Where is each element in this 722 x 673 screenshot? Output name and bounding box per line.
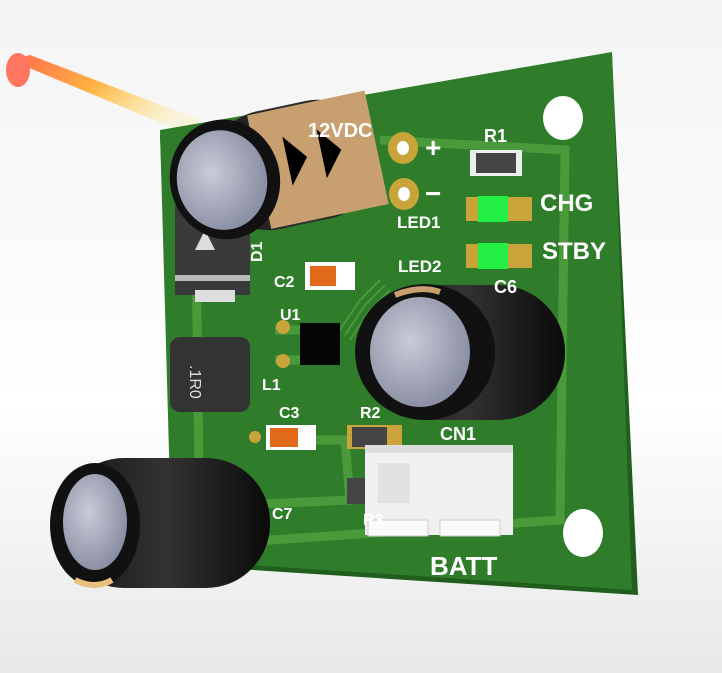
label-cn1: CN1 <box>440 424 476 444</box>
label-l1: L1 <box>262 377 281 394</box>
label-minus: − <box>425 178 441 209</box>
r3-resistor <box>347 478 367 504</box>
cn1-connector <box>365 445 513 537</box>
origin-marker-tip <box>6 53 30 87</box>
mounting-hole <box>543 96 583 140</box>
r1-body <box>476 153 516 173</box>
label-led1: LED1 <box>397 213 440 232</box>
c7-electrolytic-capacitor <box>50 458 270 588</box>
pad-hole <box>397 141 409 155</box>
led1-lens <box>478 196 508 222</box>
label-batt: BATT <box>430 551 498 581</box>
label-stby: STBY <box>542 238 606 265</box>
c3-body <box>270 428 298 447</box>
label-c7: C7 <box>272 506 293 523</box>
mounting-hole <box>563 509 603 557</box>
via <box>249 431 261 443</box>
origin-marker <box>10 55 200 135</box>
label-d1: D1 <box>249 241 266 262</box>
label-r2: R2 <box>360 405 381 422</box>
c1-electrolytic-capacitor <box>169 90 389 240</box>
c2-body <box>310 266 336 286</box>
d1-logo <box>195 230 215 250</box>
label-12vdc: 12VDC <box>308 120 372 142</box>
d1-band <box>175 275 250 281</box>
label-c6: C6 <box>494 277 517 297</box>
label-r1: R1 <box>484 126 507 146</box>
via <box>276 354 290 368</box>
led2-lens <box>478 243 508 269</box>
label-plus: + <box>425 132 441 163</box>
label-c3: C3 <box>279 405 300 422</box>
via <box>276 320 290 334</box>
label-r3: R3 <box>363 512 384 529</box>
pad-hole <box>398 187 410 201</box>
label-led2: LED2 <box>398 257 441 276</box>
d1-lead <box>195 290 235 302</box>
l1-inductor <box>170 337 250 412</box>
l1-marking: .1R0 <box>186 365 203 399</box>
r2-body <box>352 427 387 447</box>
label-u1: U1 <box>280 307 301 324</box>
c6-electrolytic-capacitor <box>355 284 565 420</box>
label-c2: C2 <box>274 274 295 291</box>
u1-ic <box>300 323 340 365</box>
label-chg: CHG <box>540 190 593 217</box>
